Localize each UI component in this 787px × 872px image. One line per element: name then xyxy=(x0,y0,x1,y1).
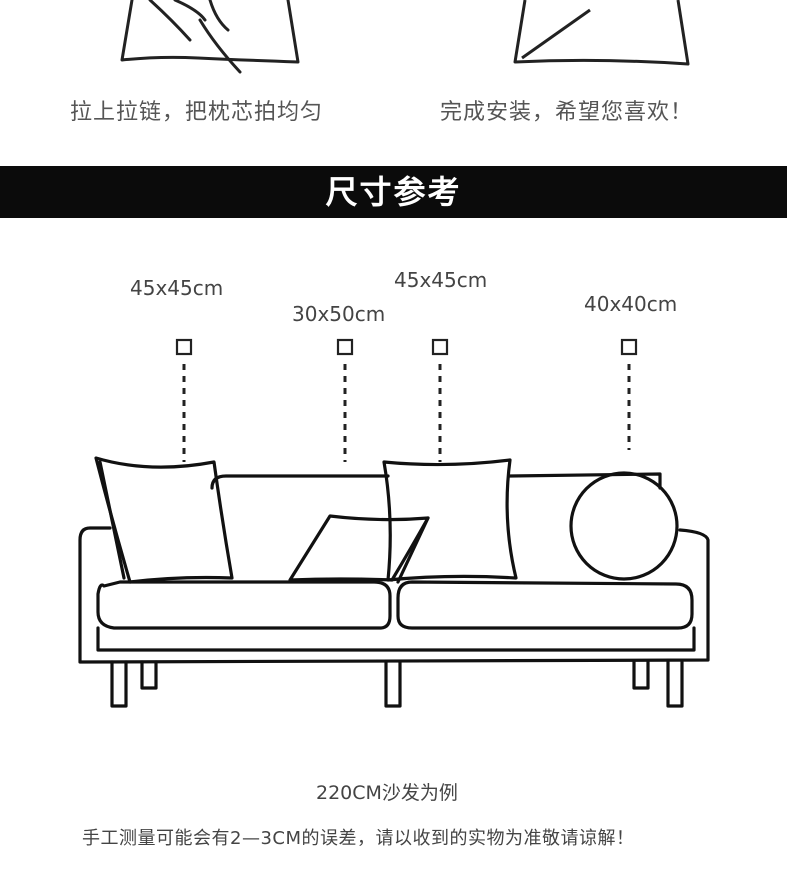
sofa-leg-2 xyxy=(140,660,158,690)
size-label-left-square: 45x45cm xyxy=(130,276,224,300)
marker-rect xyxy=(336,338,354,356)
sofa-base xyxy=(96,626,696,652)
sofa-backrest-left xyxy=(210,474,390,490)
size-label-round: 40x40cm xyxy=(584,292,678,316)
sofa-leg-3 xyxy=(384,660,402,708)
seat-cushion-left xyxy=(96,580,392,630)
step-caption-zip: 拉上拉链，把枕芯拍均匀 xyxy=(70,100,324,125)
marker-round xyxy=(620,338,638,356)
seat-cushion-right xyxy=(396,580,694,630)
pillow-rect xyxy=(288,514,430,582)
pillow-rect-edge xyxy=(396,516,430,584)
sofa-illustration xyxy=(78,338,710,708)
size-label-rect: 30x50cm xyxy=(292,302,386,326)
pillow-left-square-edge xyxy=(98,460,126,580)
step-illustrations xyxy=(120,0,690,74)
section-title: 尺寸参考 xyxy=(325,173,462,211)
section-banner: 尺寸参考 xyxy=(0,166,787,218)
marker-mid-square xyxy=(431,338,449,356)
sofa-frame xyxy=(78,526,710,664)
marker-left-square xyxy=(175,338,193,356)
pillow-round xyxy=(569,471,679,581)
sofa-leg-1 xyxy=(110,660,128,708)
measurement-note: 手工测量可能会有2—3CM的误差，请以收到的实物为准敬请谅解！ xyxy=(82,828,635,849)
sofa-leg-5 xyxy=(666,660,684,708)
size-label-mid-square: 45x45cm xyxy=(394,268,488,292)
step-caption-finished: 完成安装，希望您喜欢！ xyxy=(440,100,694,125)
zip-pillow-illustration xyxy=(120,0,300,74)
reference-caption: 220CM沙发为例 xyxy=(316,782,458,804)
sofa-leg-4 xyxy=(632,660,650,690)
sofa-backrest-right xyxy=(508,472,662,490)
pillow-left-square xyxy=(94,456,234,584)
pillow-mid-square xyxy=(382,458,518,582)
finished-pillow-illustration xyxy=(513,0,690,66)
